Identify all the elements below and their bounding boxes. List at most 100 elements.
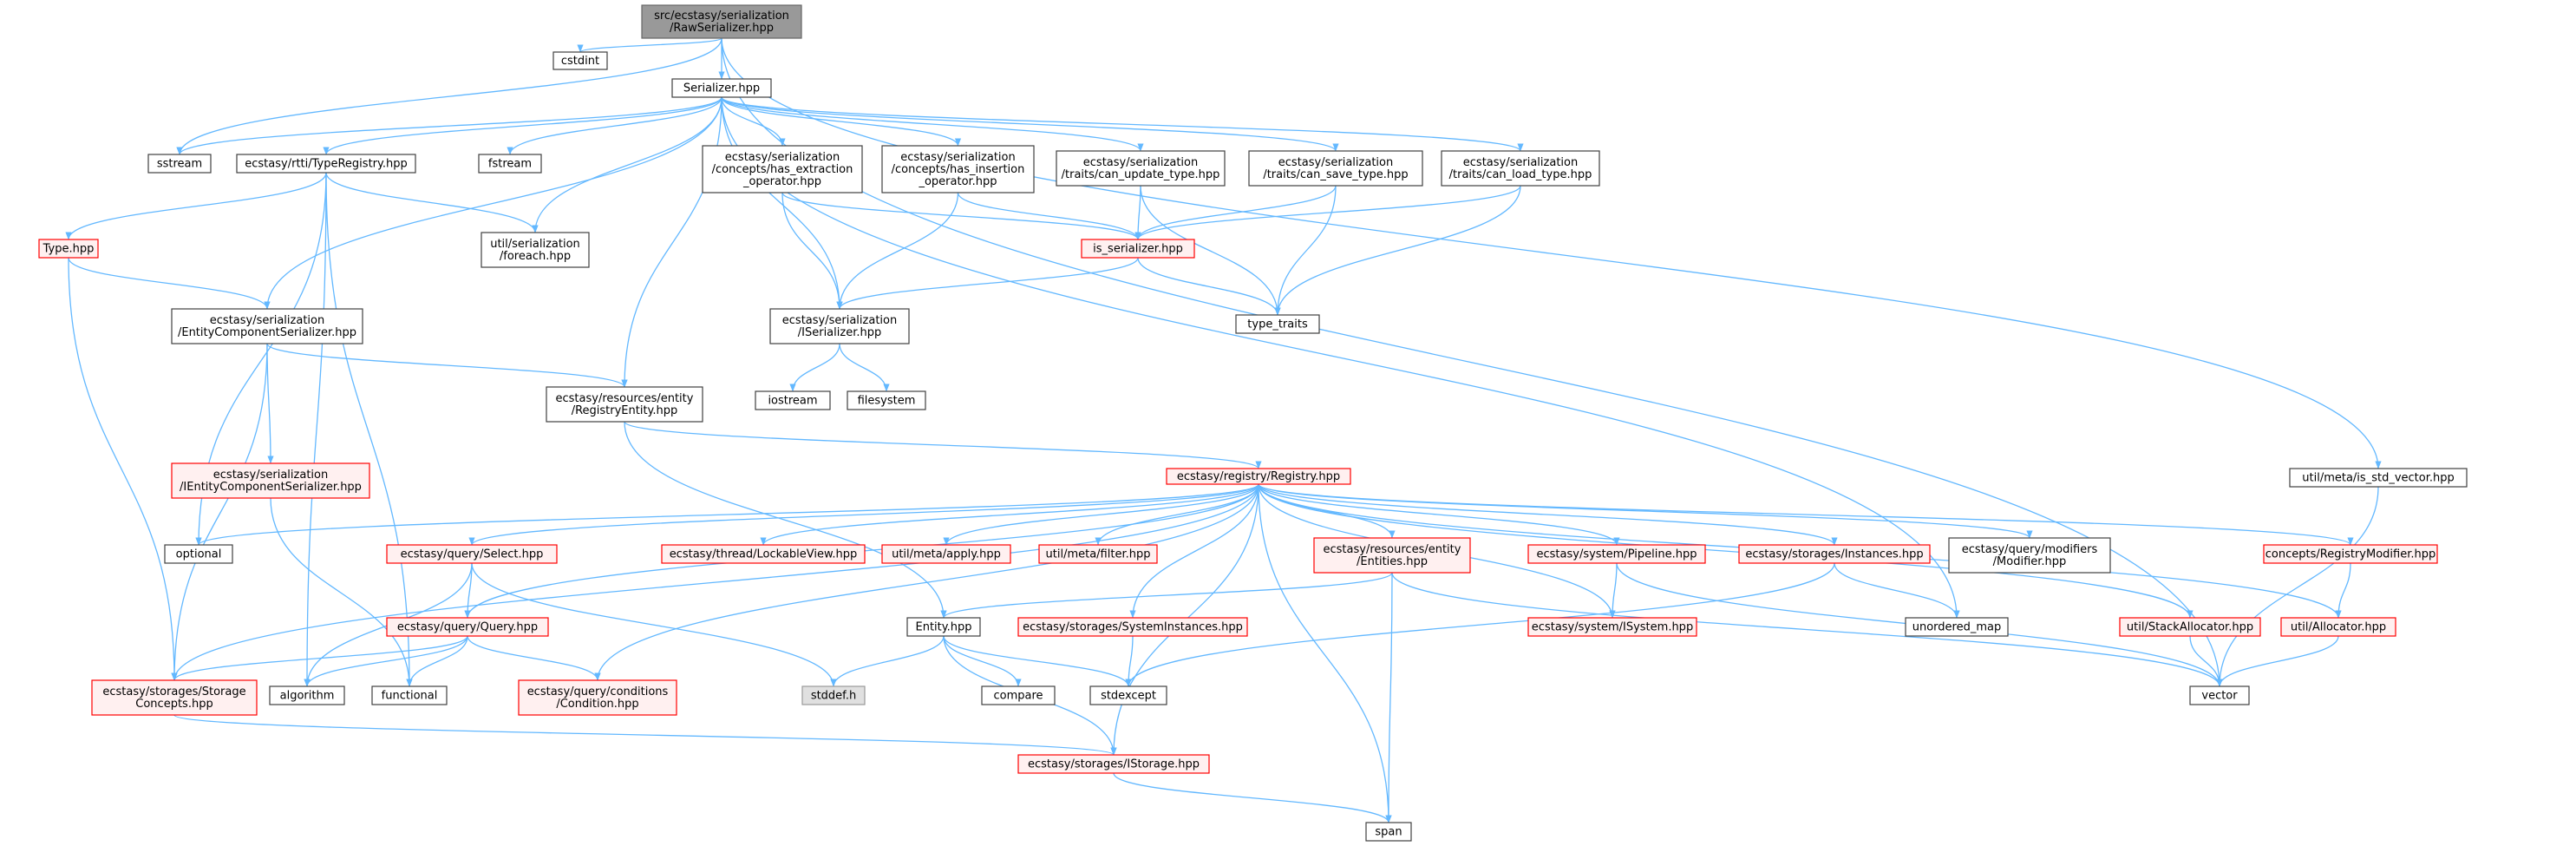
node-pipeline[interactable]: ecstasy/system/Pipeline.hpp [1527, 544, 1706, 564]
node-iserializer[interactable]: ecstasy/serialization/ISerializer.hpp [769, 308, 910, 344]
node-stdexcept[interactable]: stdexcept [1089, 685, 1167, 705]
edge-storageconcepts-to-istorage [173, 714, 1117, 756]
node-label-apply: util/meta/apply.hpp [892, 548, 1001, 561]
edge-ecs-to-storageconcepts [171, 343, 268, 681]
node-label-foreach: /foreach.hpp [500, 250, 571, 263]
node-can_save[interactable]: ecstasy/serialization/traits/can_save_ty… [1248, 150, 1423, 187]
edge-allocator-to-vector [2216, 635, 2339, 687]
node-root[interactable]: src/ecstasy/serialization/RawSerializer.… [641, 4, 802, 39]
node-can_load[interactable]: ecstasy/serialization/traits/can_load_ty… [1441, 150, 1600, 187]
node-stddef[interactable]: stddef.h [801, 685, 866, 705]
node-registry[interactable]: ecstasy/registry/Registry.hpp [1166, 468, 1351, 485]
node-box-filesystem [847, 390, 926, 410]
node-box-sstream [147, 154, 212, 174]
node-is_std_vector[interactable]: util/meta/is_std_vector.hpp [2289, 468, 2468, 488]
node-can_update[interactable]: ecstasy/serialization/traits/can_update_… [1056, 150, 1226, 187]
edge-serializer-to-can_save [721, 96, 1339, 152]
edge-registry-to-systeminstances [1129, 483, 1259, 619]
node-functional[interactable]: functional [371, 685, 448, 705]
node-label-fstream: fstream [488, 158, 532, 171]
node-label-span: span [1375, 826, 1402, 839]
edge-serializer-to-iserializer [721, 96, 843, 310]
node-unordered_map[interactable]: unordered_map [1905, 617, 2009, 637]
edge-serializer-to-sstream [176, 96, 722, 155]
node-label-isystem: ecstasy/system/ISystem.hpp [1532, 621, 1693, 634]
node-box-foreach [481, 232, 590, 268]
node-label-modifier: ecstasy/query/modifiers [1962, 543, 2098, 556]
node-iostream[interactable]: iostream [755, 390, 831, 410]
node-condition[interactable]: ecstasy/query/conditions/Condition.hpp [518, 679, 677, 716]
node-select[interactable]: ecstasy/query/Select.hpp [386, 544, 558, 564]
edge-root-to-is_std_vector [721, 37, 2382, 469]
node-has_insertion[interactable]: ecstasy/serialization/concepts/has_inser… [881, 145, 1035, 193]
node-fstream[interactable]: fstream [478, 154, 542, 174]
node-iecs[interactable]: ecstasy/serialization/IEntityComponentSe… [171, 462, 370, 499]
node-is_serializer[interactable]: is_serializer.hpp [1081, 239, 1195, 259]
node-label-select: ecstasy/query/Select.hpp [401, 548, 544, 561]
node-entity[interactable]: Entity.hpp [906, 617, 981, 637]
node-label-serializer: Serializer.hpp [683, 82, 760, 95]
edge-pipeline-to-isystem [1609, 562, 1618, 619]
edge-registry-to-lockableview [760, 483, 1259, 546]
edge-serializer-to-can_update [721, 96, 1144, 152]
node-isystem[interactable]: ecstasy/system/ISystem.hpp [1527, 617, 1697, 637]
node-modifier[interactable]: ecstasy/query/modifiers/Modifier.hpp [1948, 537, 2111, 574]
node-optional[interactable]: optional [164, 544, 233, 564]
node-cstdint[interactable]: cstdint [552, 51, 608, 70]
node-box-registrymodifier [2263, 544, 2438, 564]
edge-entities-to-entity [940, 572, 1393, 619]
node-vector[interactable]: vector [2189, 685, 2250, 705]
node-label-storageconcepts: ecstasy/storages/Storage [102, 685, 245, 698]
node-label-entities: ecstasy/resources/entity [1324, 543, 1461, 556]
node-box-vector [2189, 685, 2250, 705]
node-type[interactable]: Type.hpp [38, 239, 99, 259]
edge-istorage-to-span [1113, 772, 1392, 823]
node-typeregistry[interactable]: ecstasy/rtti/TypeRegistry.hpp [236, 154, 416, 174]
node-systeminstances[interactable]: ecstasy/storages/SystemInstances.hpp [1017, 617, 1248, 637]
edge-serializer-to-can_load [721, 96, 1524, 152]
node-allocator[interactable]: util/Allocator.hpp [2280, 617, 2396, 637]
node-span[interactable]: span [1365, 822, 1412, 842]
node-filesystem[interactable]: filesystem [847, 390, 926, 410]
node-stackallocator[interactable]: util/StackAllocator.hpp [2119, 617, 2261, 637]
edge-serializer-to-has_insertion [721, 96, 962, 147]
node-label-has_extraction: _operator.hpp [742, 175, 821, 188]
edge-registryentity-to-registry [624, 421, 1262, 469]
node-type_traits[interactable]: type_traits [1235, 314, 1320, 334]
node-label-has_insertion: _operator.hpp [918, 175, 997, 188]
node-has_extraction[interactable]: ecstasy/serialization/concepts/has_extra… [702, 145, 863, 193]
edge-can_save-to-is_serializer [1134, 185, 1337, 240]
node-sstream[interactable]: sstream [147, 154, 212, 174]
node-instances[interactable]: ecstasy/storages/Instances.hpp [1738, 544, 1931, 564]
node-box-filter [1038, 544, 1158, 564]
node-foreach[interactable]: util/serialization/foreach.hpp [481, 232, 590, 268]
node-entities[interactable]: ecstasy/resources/entity/Entities.hpp [1313, 537, 1471, 574]
node-filter[interactable]: util/meta/filter.hpp [1038, 544, 1158, 564]
edge-entity-to-stddef [830, 635, 945, 687]
edge-ecs-to-iecs [266, 343, 274, 464]
edge-entity-to-compare [943, 635, 1022, 687]
node-algorithm[interactable]: algorithm [269, 685, 345, 705]
edge-instances-to-stdexcept [1125, 562, 1835, 687]
node-istorage[interactable]: ecstasy/storages/IStorage.hpp [1017, 754, 1210, 774]
node-registrymodifier[interactable]: concepts/RegistryModifier.hpp [2263, 544, 2438, 564]
node-registryentity[interactable]: ecstasy/resources/entity/RegistryEntity.… [546, 386, 703, 423]
node-apply[interactable]: util/meta/apply.hpp [881, 544, 1011, 564]
edge-can_update-to-type_traits [1140, 185, 1281, 316]
edge-is_std_vector-to-vector [2216, 486, 2379, 687]
node-box-stddef [801, 685, 866, 705]
node-query[interactable]: ecstasy/query/Query.hpp [386, 617, 549, 637]
node-label-stddef: stddef.h [811, 690, 856, 703]
node-lockableview[interactable]: ecstasy/thread/LockableView.hpp [661, 544, 866, 564]
node-compare[interactable]: compare [981, 685, 1056, 705]
edge-has_extraction-to-is_serializer [781, 192, 1141, 240]
node-ecs[interactable]: ecstasy/serialization/EntityComponentSer… [171, 308, 363, 344]
edge-registry-to-instances [1258, 483, 1838, 546]
node-label-pipeline: ecstasy/system/Pipeline.hpp [1537, 548, 1697, 561]
edge-registry-to-optional [195, 483, 1259, 546]
node-serializer[interactable]: Serializer.hpp [671, 78, 772, 98]
node-label-has_insertion: /concepts/has_insertion [892, 163, 1025, 176]
edge-can_save-to-type_traits [1274, 185, 1337, 316]
node-label-iserializer: ecstasy/serialization [782, 314, 897, 327]
